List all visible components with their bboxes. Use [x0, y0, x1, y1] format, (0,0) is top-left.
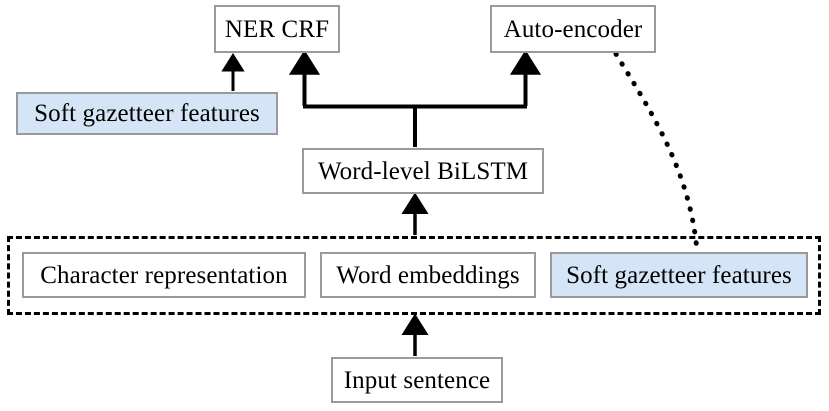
node-input-sentence[interactable]: Input sentence: [331, 357, 503, 403]
input-representation-group: [7, 236, 821, 315]
node-auto-encoder[interactable]: Auto-encoder: [490, 5, 656, 53]
node-character-representation-label: Character representation: [40, 261, 288, 289]
node-input-sentence-label: Input sentence: [343, 366, 491, 394]
node-ner-crf-label: NER CRF: [224, 15, 330, 43]
edge-auto-encoder-to-soft-gazetteer: [613, 51, 700, 254]
node-auto-encoder-label: Auto-encoder: [503, 15, 643, 43]
node-word-level-bilstm[interactable]: Word-level BiLSTM: [302, 148, 544, 194]
edge-bilstm-to-heads: [288, 50, 542, 147]
node-word-level-bilstm-label: Word-level BiLSTM: [317, 157, 529, 185]
node-soft-gazetteer-features-bottom[interactable]: Soft gazetteer features: [550, 252, 808, 298]
node-ner-crf[interactable]: NER CRF: [214, 5, 340, 53]
node-character-representation[interactable]: Character representation: [22, 252, 306, 298]
node-soft-gazetteer-features-bottom-label: Soft gazetteer features: [566, 261, 792, 289]
node-word-embeddings-label: Word embeddings: [336, 261, 520, 289]
node-soft-gazetteer-features-top[interactable]: Soft gazetteer features: [16, 92, 278, 135]
node-soft-gazetteer-features-top-label: Soft gazetteer features: [34, 100, 260, 127]
node-word-embeddings[interactable]: Word embeddings: [320, 252, 536, 298]
